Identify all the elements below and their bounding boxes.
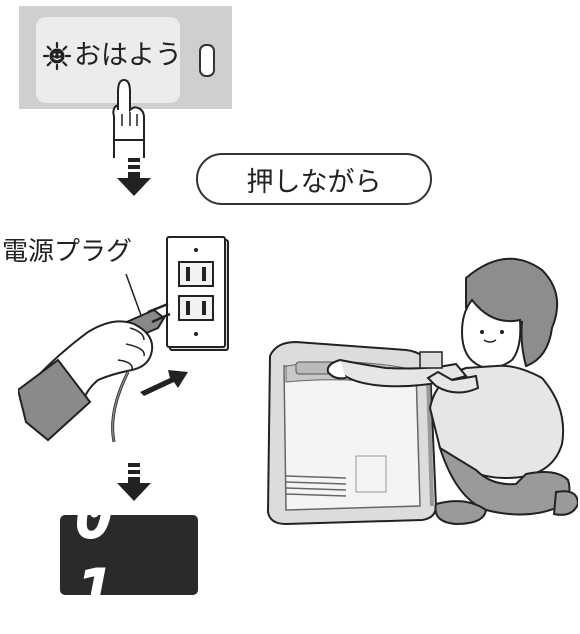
- button-text: おはよう: [74, 40, 182, 71]
- hand-with-plug-icon: [18, 273, 171, 443]
- woman-kneeling-icon: [326, 257, 578, 526]
- wall-outlet-icon: [166, 236, 229, 351]
- instruction-diagram: おはよう 押しながら 電源プラグ: [2, 6, 578, 634]
- indicator-lamp-icon: [199, 44, 215, 77]
- good-morning-button-label: おはよう: [42, 36, 182, 76]
- down-arrow-icon: [117, 463, 151, 501]
- finger-press-icon: [112, 78, 145, 158]
- led-display-digits: 0 1: [74, 476, 137, 634]
- hold-while-pressing-label: 押しながら: [196, 153, 432, 205]
- hold-label-text: 押しながら: [246, 166, 382, 198]
- power-plug-label: 電源プラグ: [2, 237, 133, 267]
- sun-face-icon: [42, 41, 72, 71]
- led-display: [60, 515, 198, 595]
- down-arrow-icon: [117, 158, 151, 196]
- insert-arrow-icon: [140, 370, 188, 396]
- fan-heater-icon: [266, 340, 438, 526]
